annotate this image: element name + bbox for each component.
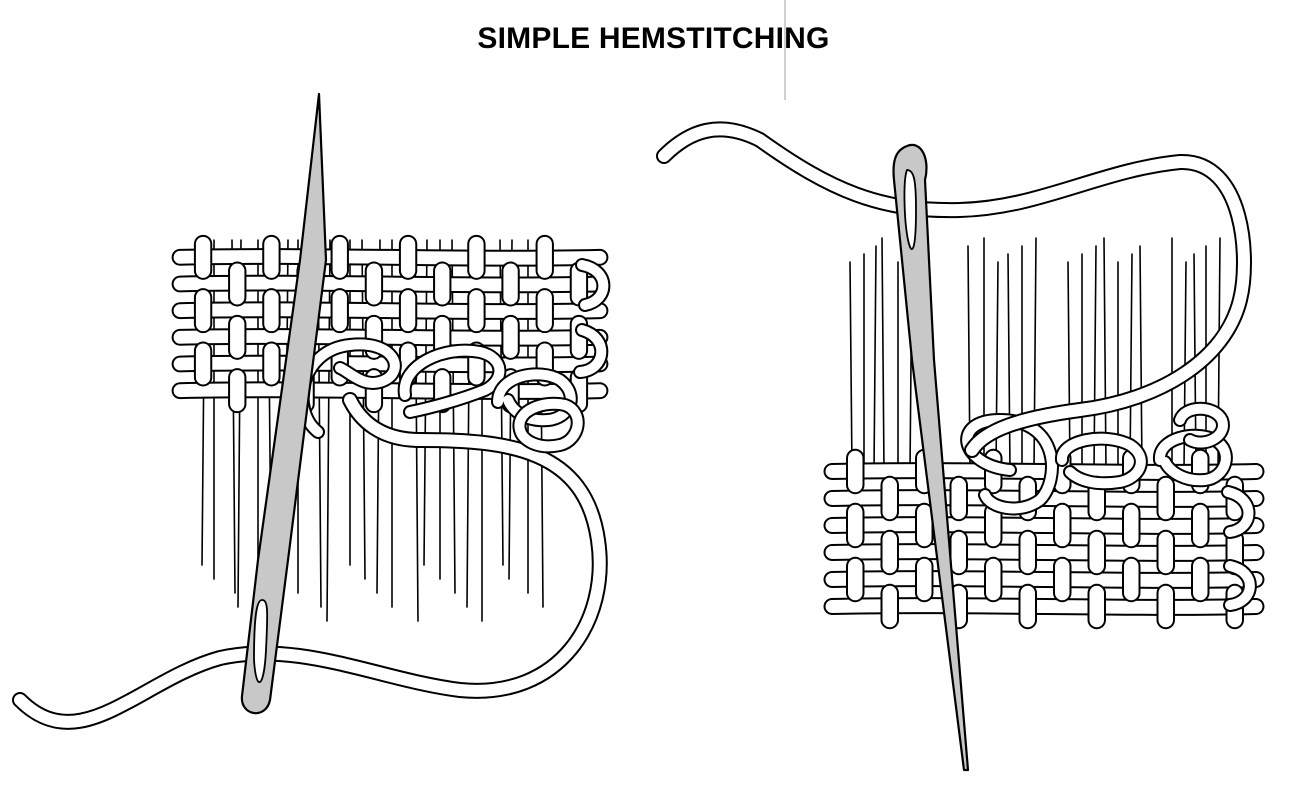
right-loop-3-fill: [1155, 430, 1231, 486]
right-needle: [892, 143, 970, 772]
right-edge-loops-fill: [1223, 487, 1255, 610]
right-working-thread: [656, 121, 1252, 458]
left-illustration: [12, 92, 611, 730]
left-drawn-fiber-17: [451, 239, 456, 594]
right-illustration: [656, 121, 1265, 772]
left-loop-2-fill: [399, 345, 505, 417]
right-drawn-fiber-12: [1067, 261, 1071, 471]
left-needle: [240, 92, 328, 715]
left-thread-fill: [14, 394, 606, 728]
left-edge-loops-fill: [575, 260, 609, 377]
left-drawn-fiber-9: [326, 239, 331, 622]
left-loop-4-fill: [514, 398, 583, 452]
right-thread-outline: [656, 121, 1252, 458]
right-drawn-fiber-3: [881, 237, 885, 471]
right-needle-body: [892, 143, 970, 772]
left-needle-eye: [253, 599, 269, 684]
right-drawn-fiber-15: [1103, 237, 1107, 471]
left-stitch-loops: [295, 258, 611, 454]
left-needle-body: [240, 92, 328, 715]
right-drawn-fiber-18: [1139, 245, 1143, 471]
right-loop-2-fill: [1057, 433, 1146, 489]
right-drawn-fiber-0: [849, 261, 853, 471]
right-loop-4-fill: [1175, 403, 1228, 448]
right-drawn-fiber-17: [1129, 253, 1133, 471]
right-needle-eye: [903, 169, 917, 251]
right-thread-fill: [658, 123, 1250, 456]
page-title: SIMPLE HEMSTITCHING: [477, 22, 830, 55]
right-drawn-fiber-2: [873, 245, 877, 471]
right-drawn-fiber-9: [1007, 253, 1011, 471]
left-working-thread: [12, 392, 608, 730]
